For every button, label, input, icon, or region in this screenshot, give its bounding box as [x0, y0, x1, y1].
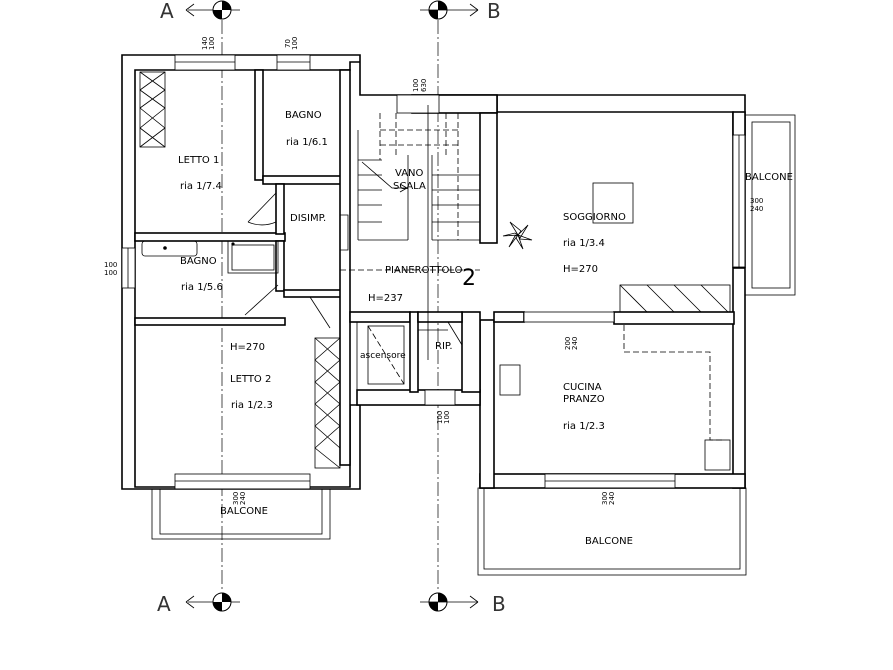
balcony-label-right: BALCONE — [745, 172, 793, 183]
room-name-cucina: CUCINA — [563, 382, 602, 393]
section-label: B — [487, 0, 501, 23]
dim-bottom: 100 — [443, 411, 451, 424]
dim-top: 100 — [436, 411, 444, 424]
dim-bottom: 100 — [104, 269, 117, 277]
room-ratio-letto1: ria 1/7.4 — [180, 181, 222, 192]
balcony-label-left: BALCONE — [220, 506, 268, 517]
dim-bottom: 240 — [239, 492, 247, 505]
balcony-left — [151, 488, 331, 540]
kitchen-counter — [623, 325, 725, 441]
section-marker-b-bottom: B — [420, 592, 506, 616]
dim-top: 300 — [232, 492, 240, 505]
room-name-ascensore: ascensore — [360, 351, 406, 361]
plant-icon — [502, 221, 533, 250]
balcony-bottom — [477, 487, 747, 576]
dim-bottom: 240 — [608, 492, 616, 505]
dim-top: 140 — [201, 37, 209, 50]
kitchen-fixture — [499, 364, 521, 396]
dim-bottom: 100 — [291, 37, 299, 50]
dim-top: 100 — [412, 79, 420, 92]
dim-bottom: 630 — [420, 79, 428, 92]
room-ratio-bagno-top: ria 1/6.1 — [286, 137, 328, 148]
balcony-label-bottom: BALCONE — [585, 536, 633, 547]
room-name-disimp: DISIMP. — [290, 213, 326, 224]
dim-top: 300 — [750, 197, 763, 205]
room-name-letto2: LETTO 2 — [230, 374, 271, 385]
section-label: A — [157, 592, 171, 616]
doors — [244, 192, 463, 346]
room-name-pianerottolo: PIANEROTTOLO — [385, 265, 463, 276]
dim-bottom: 240 — [750, 205, 763, 213]
room-name-bagno-top: BAGNO — [285, 110, 322, 121]
room-name-soggiorno: SOGGIORNO — [563, 212, 626, 223]
dim-top: 100 — [104, 261, 117, 269]
dim-top: 300 — [601, 492, 609, 505]
room-name-pranzo: PRANZO — [563, 394, 605, 405]
room-ratio-cucina: ria 1/2.3 — [563, 421, 605, 432]
room-height-letto2: H=270 — [230, 342, 265, 353]
dim-bottom: 240 — [571, 337, 579, 350]
section-marker-a-bottom: A — [157, 592, 240, 616]
room-ratio-bagno-mid: ria 1/5.6 — [181, 282, 223, 293]
room-name-scala: SCALA — [393, 181, 426, 192]
wardrobes — [139, 71, 731, 469]
room-name-vano: VANO — [395, 168, 424, 179]
room-ratio-letto2: ria 1/2.3 — [231, 400, 273, 411]
stairs — [357, 105, 480, 360]
dim-top: 200 — [564, 337, 572, 350]
section-marker-b-top: B — [420, 0, 501, 23]
room-name-bagno-mid: BAGNO — [180, 256, 217, 267]
floor-number: 2 — [462, 266, 476, 291]
kitchen-appliance — [704, 439, 731, 471]
room-height-pianerottolo: H=237 — [368, 293, 403, 304]
dim-top: 70 — [284, 39, 292, 48]
section-label: B — [492, 592, 506, 616]
room-name-rip: RIP. — [435, 341, 453, 352]
balcony-right — [744, 114, 796, 296]
dim-bottom: 100 — [208, 37, 216, 50]
bathroom-fixtures — [141, 240, 279, 274]
section-marker-a-top: A — [160, 0, 240, 23]
windows — [121, 54, 746, 490]
room-height-soggiorno: H=270 — [563, 264, 598, 275]
room-name-letto1: LETTO 1 — [178, 155, 219, 166]
elevator — [356, 321, 411, 391]
ceiling-fixture — [592, 182, 634, 224]
room-ratio-soggiorno: ria 1/3.4 — [563, 238, 605, 249]
section-label: A — [160, 0, 174, 23]
dimension-labels: 140 100 70 100 100 630 300 240 100 100 2… — [104, 37, 763, 505]
